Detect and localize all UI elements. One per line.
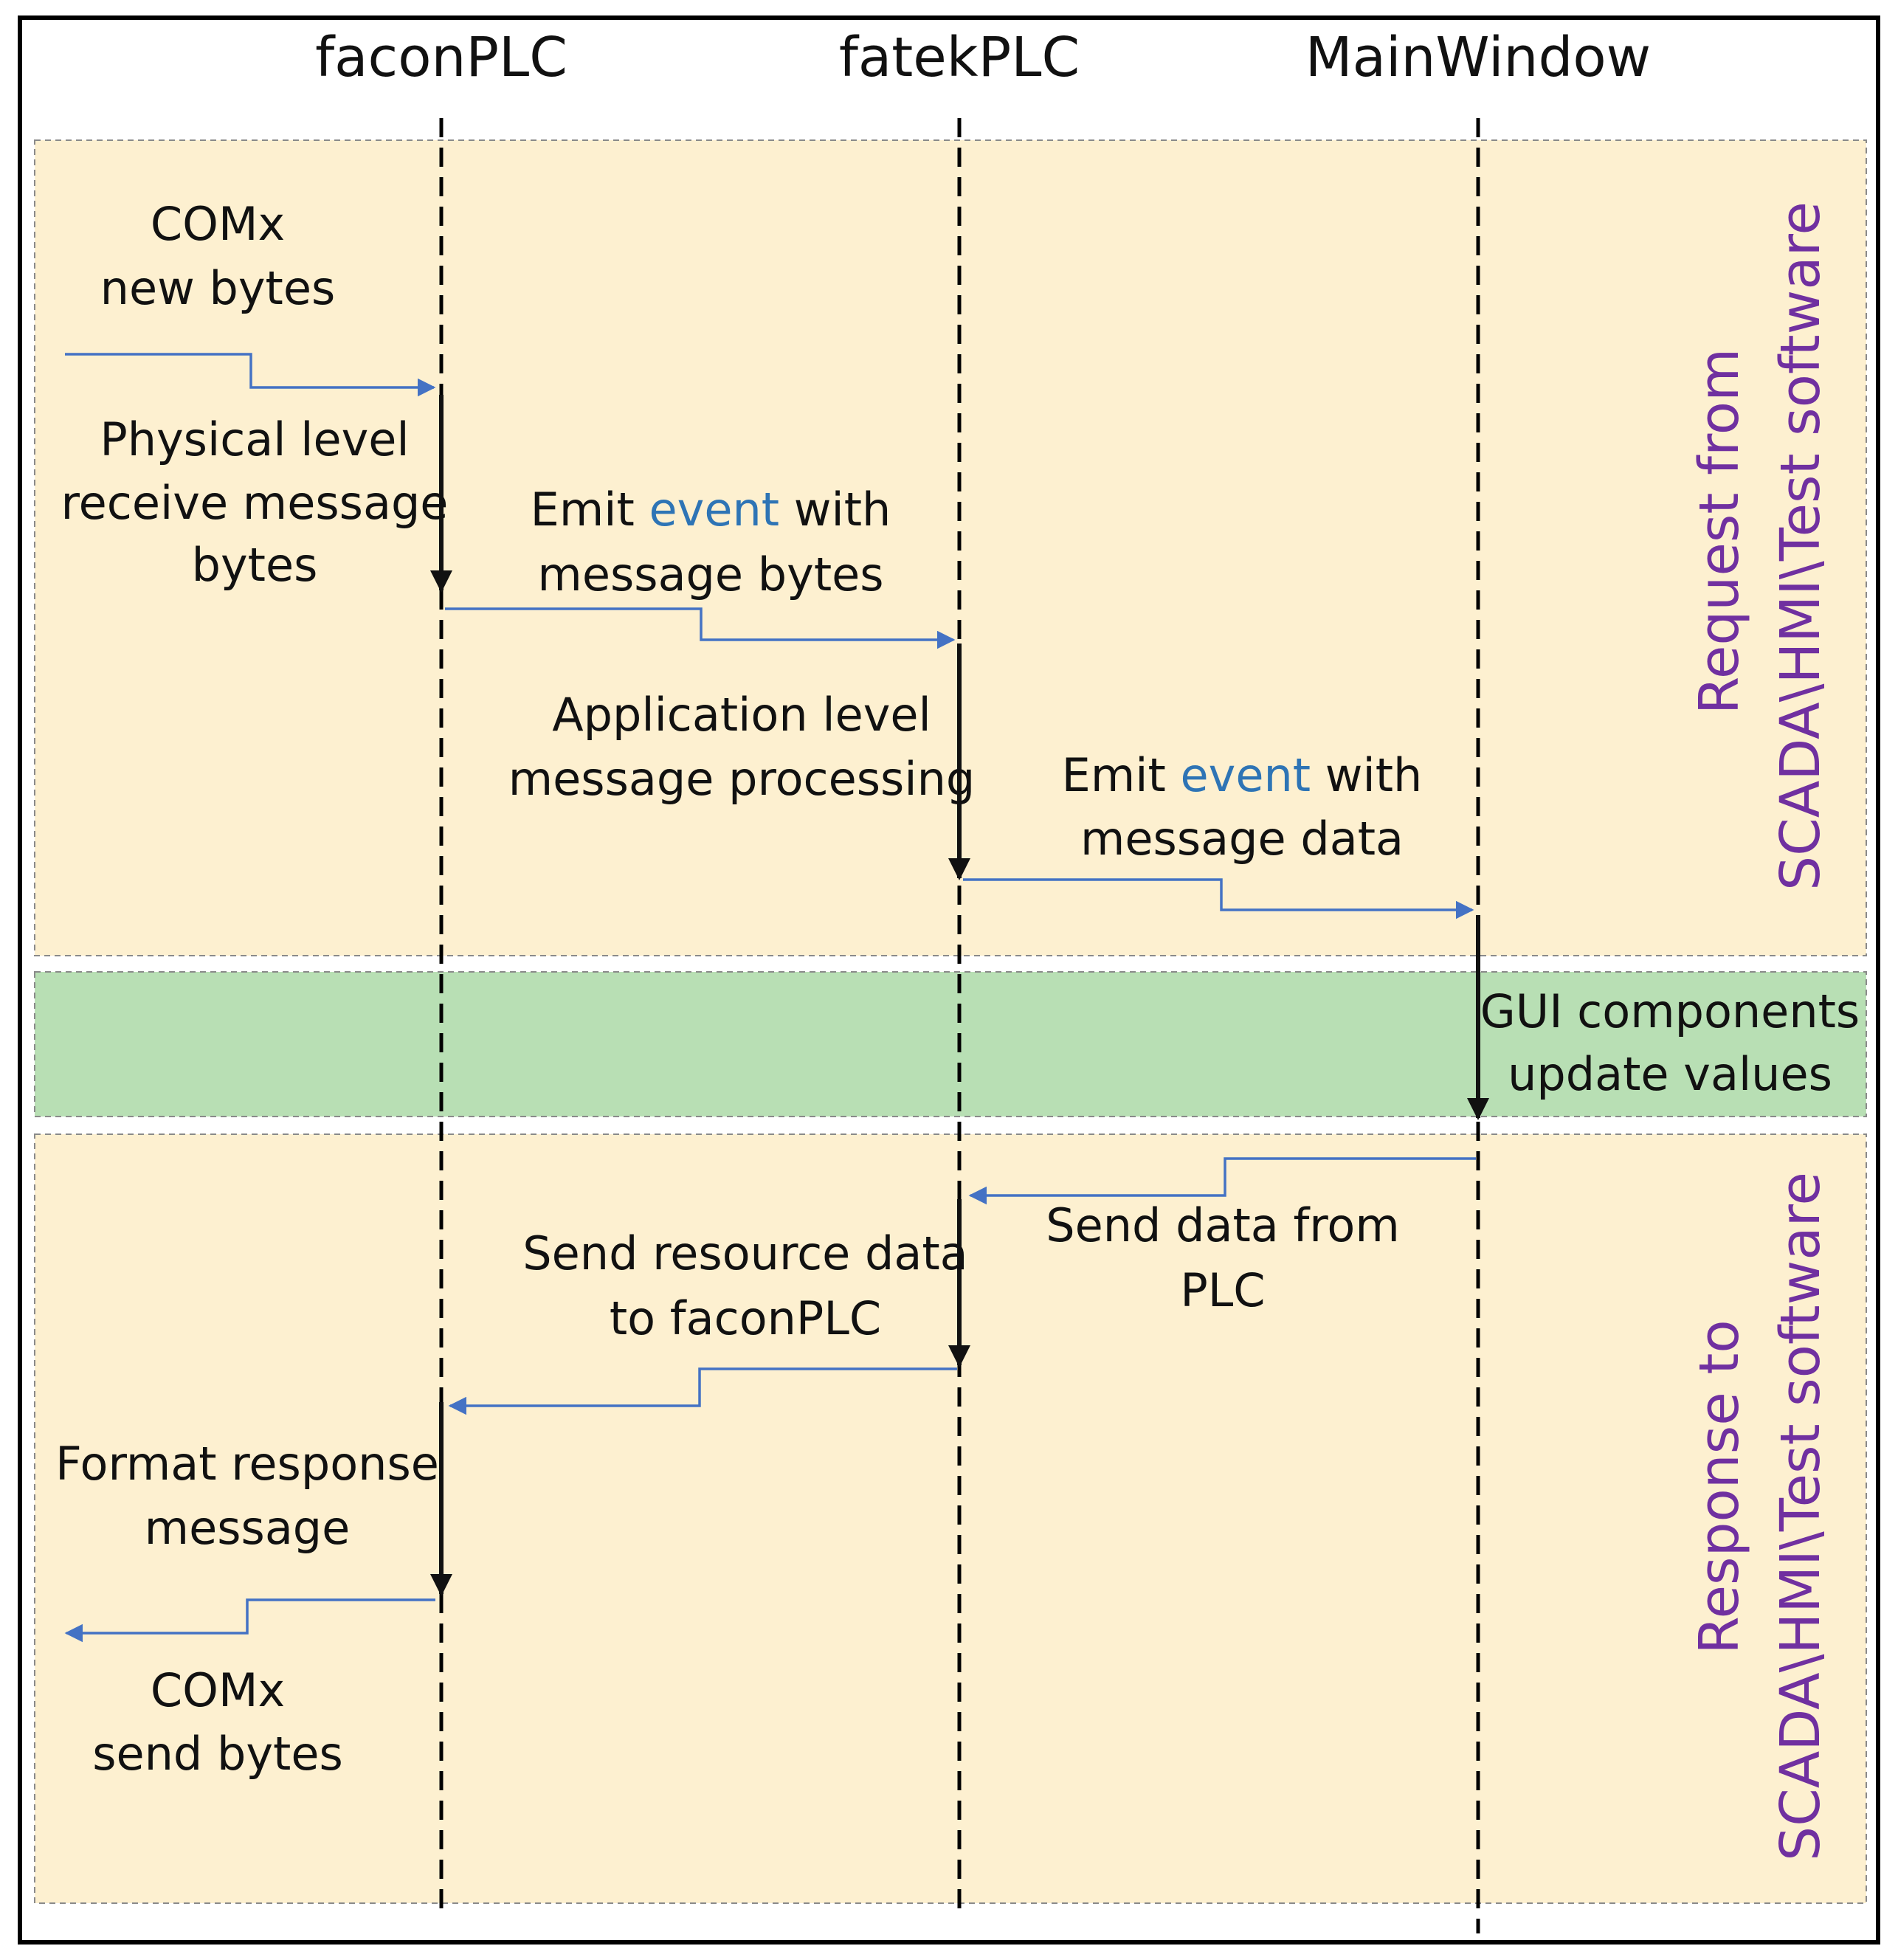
emit1-suffix: with bbox=[779, 483, 891, 536]
label-send-resource-l1: Send resource data bbox=[522, 1226, 967, 1280]
label-application-l1: Application level bbox=[552, 688, 931, 742]
label-send-resource-l2: to faconPLC bbox=[610, 1291, 881, 1345]
label-send-data-l1: Send data from bbox=[1046, 1198, 1400, 1252]
label-gui-l1: GUI components bbox=[1480, 984, 1860, 1038]
message-arrow-fatekplc-to-mainwindow bbox=[963, 878, 1474, 919]
message-arrow-faconplc-to-fatekplc bbox=[445, 607, 956, 649]
participant-faconplc: faconPLC bbox=[315, 26, 567, 89]
emit1-prefix: Emit bbox=[531, 483, 649, 536]
message-arrow-faconplc-to-com bbox=[64, 1598, 435, 1643]
gui-update-band bbox=[34, 971, 1867, 1117]
label-comx-new-l1: COMx bbox=[151, 197, 285, 251]
label-physical-l1: Physical level bbox=[100, 413, 409, 466]
request-section-band bbox=[34, 139, 1867, 956]
label-comx-send-l2: send bytes bbox=[92, 1727, 343, 1781]
emit2-event-word: event bbox=[1180, 748, 1311, 802]
label-emit-event-data-l2: message data bbox=[1080, 812, 1404, 866]
message-arrow-com-to-faconplc bbox=[65, 353, 436, 397]
label-emit-event-bytes-l1: Emit event with bbox=[531, 483, 891, 536]
section-title-response-l2: SCADA\HMI\Test software bbox=[1769, 1172, 1832, 1861]
label-send-data-l2: PLC bbox=[1180, 1263, 1265, 1317]
section-title-request-l2: SCADA\HMI\Test software bbox=[1769, 201, 1832, 891]
section-title-response-l1: Response to bbox=[1688, 1319, 1751, 1654]
section-title-request-l1: Request from bbox=[1688, 348, 1751, 714]
label-comx-new-l2: new bytes bbox=[100, 261, 336, 315]
label-physical-l3: bytes bbox=[192, 538, 318, 592]
participant-mainwindow: MainWindow bbox=[1305, 26, 1651, 89]
label-comx-send-l1: COMx bbox=[151, 1663, 285, 1717]
label-gui-l2: update values bbox=[1508, 1047, 1832, 1101]
participant-fatekplc: fatekPLC bbox=[839, 26, 1080, 89]
emit2-prefix: Emit bbox=[1062, 748, 1181, 802]
label-format-l1: Format response bbox=[55, 1437, 439, 1491]
label-physical-l2: receive message bbox=[61, 476, 449, 530]
response-section-band bbox=[34, 1133, 1867, 1904]
message-arrow-fatekplc-to-faconplc bbox=[448, 1367, 957, 1415]
label-emit-event-bytes-l2: message bytes bbox=[537, 548, 883, 601]
message-arrow-mainwindow-to-fatekplc bbox=[968, 1157, 1476, 1205]
label-format-l2: message bbox=[145, 1501, 351, 1555]
emit1-event-word: event bbox=[649, 483, 779, 536]
emit2-suffix: with bbox=[1311, 748, 1422, 802]
label-application-l2: message processing bbox=[508, 752, 975, 806]
label-emit-event-data-l1: Emit event with bbox=[1062, 748, 1423, 802]
